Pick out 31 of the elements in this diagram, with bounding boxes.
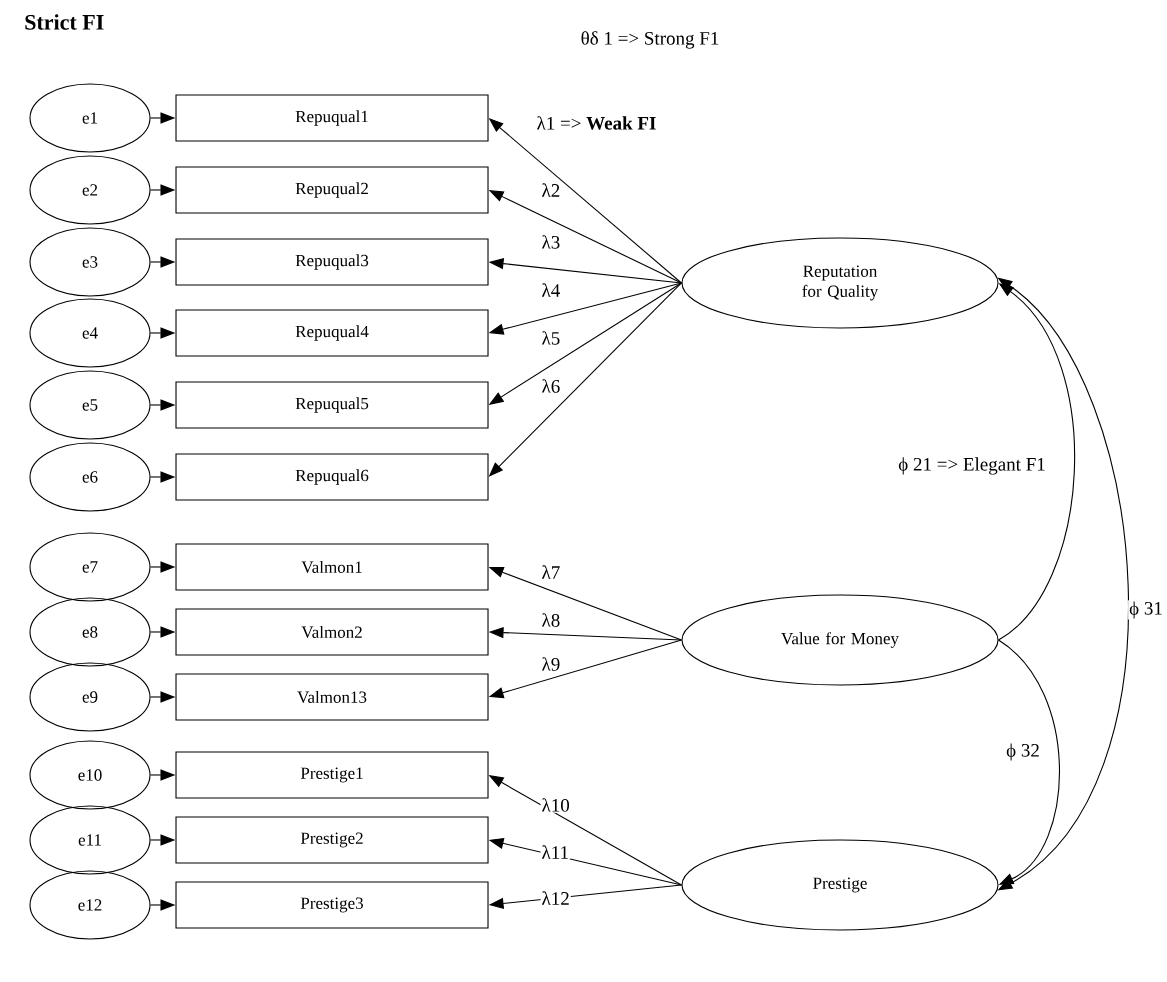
edge-label: λ10 xyxy=(540,797,571,813)
indicator-box: Repuqual3 xyxy=(175,238,489,286)
indicator-box: Valmon13 xyxy=(175,673,489,721)
title: Strict FI xyxy=(25,14,104,30)
edge-label: ϕ 31 xyxy=(1128,600,1164,620)
edge-label: λ8 xyxy=(540,612,562,628)
edge-label: λ5 xyxy=(540,330,562,346)
indicator-box: Repuqual5 xyxy=(175,381,489,429)
edge-label: ϕ 21 => Elegant F1 xyxy=(897,456,1047,476)
edge-label: λ12 xyxy=(540,890,571,906)
edge-label: λ9 xyxy=(540,656,562,672)
indicator-box: Repuqual6 xyxy=(175,453,489,501)
indicator-box: Repuqual2 xyxy=(175,166,489,214)
edge-label: λ2 xyxy=(540,182,562,198)
covariance-arrow xyxy=(998,639,1060,885)
indicator-box: Valmon2 xyxy=(175,608,489,656)
edge-label: λ4 xyxy=(540,282,562,298)
covariance-arrow xyxy=(998,283,1075,641)
edge-label: λ3 xyxy=(540,234,562,250)
edge-label: λ11 xyxy=(540,844,571,860)
indicator-box: Prestige3 xyxy=(175,881,489,929)
indicator-box: Repuqual1 xyxy=(175,94,489,142)
indicator-box: Prestige2 xyxy=(175,816,489,864)
edge-label: λ6 xyxy=(540,378,562,394)
indicator-box: Repuqual4 xyxy=(175,309,489,357)
indicator-box: Prestige1 xyxy=(175,751,489,799)
edge-label: λ7 xyxy=(540,564,562,580)
indicator-box: Valmon1 xyxy=(175,543,489,591)
edge-label: λ1 => Weak FI xyxy=(535,115,658,131)
parameter-note: θδ 1 => Strong F1 xyxy=(581,31,719,49)
edge-label: ϕ 32 xyxy=(1005,742,1041,762)
